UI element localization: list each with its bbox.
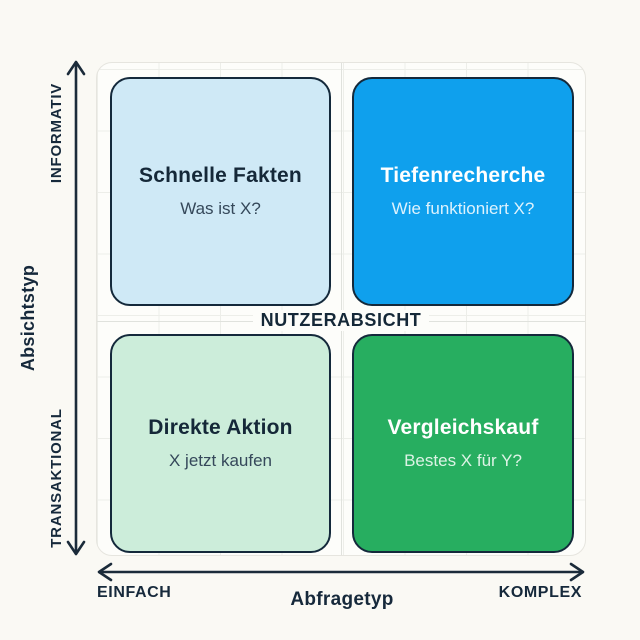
quadrant-title: Vergleichskauf: [387, 416, 539, 439]
center-axis-label: NUTZERABSICHT: [211, 310, 471, 331]
quadrant-subtitle: Wie funktioniert X?: [391, 199, 535, 218]
quadrant-title: Direkte Aktion: [148, 416, 293, 439]
x-axis-arrow: [97, 562, 585, 582]
vertical-midline: [341, 63, 342, 555]
y-axis-top-label: INFORMATIV: [48, 82, 65, 184]
quadrant-bottom-right: Vergleichskauf Bestes X für Y?: [352, 334, 574, 553]
x-axis-title: Abfragetyp: [290, 589, 394, 610]
quadrant-title: Schnelle Fakten: [139, 164, 302, 187]
quadrant-subtitle: Was ist X?: [180, 199, 261, 218]
y-axis-title: Absichtstyp: [18, 264, 38, 372]
y-axis-arrow: [66, 60, 86, 556]
y-axis-bottom-label: TRANSAKTIONAL: [48, 408, 65, 548]
quadrant-title: Tiefenrecherche: [380, 164, 546, 187]
quadrant-subtitle: Bestes X für Y?: [404, 451, 522, 470]
quadrant-top-left: Schnelle Fakten Was ist X?: [110, 77, 331, 306]
quadrant-bottom-left: Direkte Aktion X jetzt kaufen: [110, 334, 331, 553]
x-axis-left-label: EINFACH: [97, 584, 172, 601]
x-axis-right-label: KOMPLEX: [498, 584, 582, 601]
quadrant-subtitle: X jetzt kaufen: [168, 451, 272, 470]
quadrant-top-right: Tiefenrecherche Wie funktioniert X?: [352, 77, 574, 306]
center-axis-label-text: NUTZERABSICHT: [252, 310, 430, 331]
